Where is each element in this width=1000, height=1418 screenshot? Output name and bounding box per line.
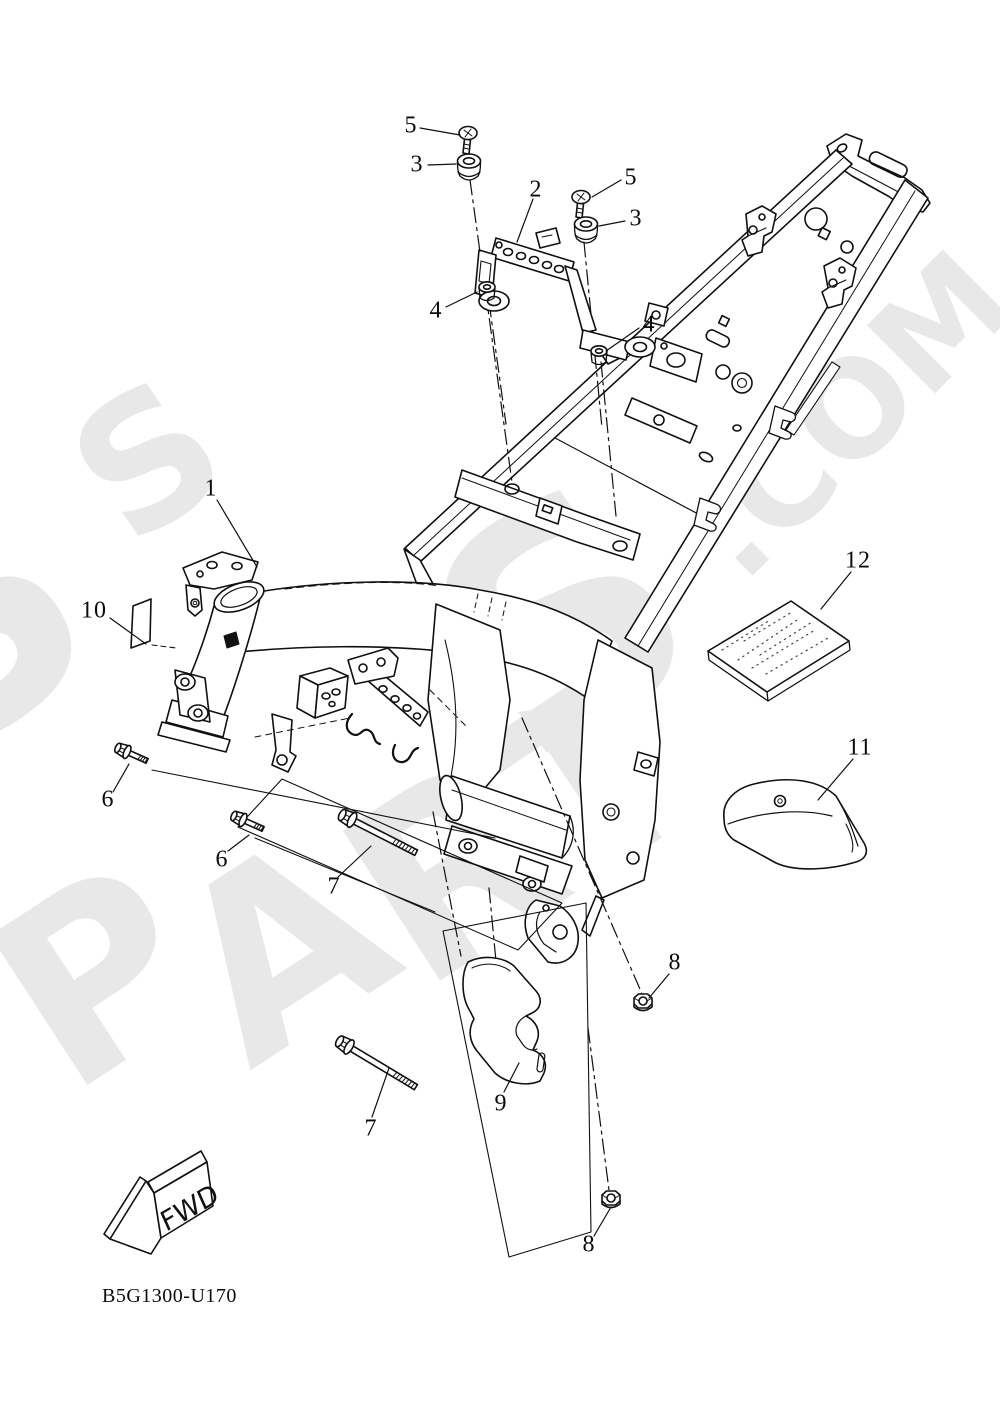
construction-lines bbox=[151, 769, 592, 1258]
callout-7a: 7 bbox=[327, 873, 341, 900]
callout-4b: 4 bbox=[642, 311, 656, 338]
tool-bag-part11 bbox=[723, 778, 868, 870]
callout-8a: 8 bbox=[668, 949, 682, 976]
collar-part4-a bbox=[478, 280, 496, 302]
stay-bracket-part2 bbox=[474, 227, 669, 361]
callout-6b: 6 bbox=[215, 846, 229, 873]
heat-guard-part9 bbox=[462, 956, 547, 1085]
leader-lines bbox=[109, 127, 854, 1237]
screw-part5-b bbox=[571, 189, 591, 219]
callout-12: 12 bbox=[845, 547, 871, 574]
callout-2: 2 bbox=[529, 176, 543, 203]
flange-nut-part8-b bbox=[601, 1190, 621, 1209]
screw-part5-a bbox=[458, 125, 478, 155]
fwd-arrow: FWD bbox=[103, 1150, 223, 1255]
callout-6a: 6 bbox=[101, 786, 115, 813]
long-bolt-part7-a bbox=[337, 808, 419, 857]
grommet-part3-b bbox=[573, 216, 599, 244]
callout-11: 11 bbox=[847, 734, 873, 761]
flange-bolt-part6-a bbox=[114, 742, 149, 765]
damper-plate-part12 bbox=[707, 600, 851, 702]
callout-3a: 3 bbox=[410, 151, 424, 178]
callout-3b: 3 bbox=[629, 205, 643, 232]
callout-10: 10 bbox=[81, 597, 107, 624]
callout-1: 1 bbox=[204, 475, 218, 502]
callout-5b: 5 bbox=[624, 164, 638, 191]
flange-nut-part8-a bbox=[633, 993, 653, 1012]
damper-sticker-part10 bbox=[130, 598, 177, 649]
collar-part4-b bbox=[590, 344, 608, 366]
callout-7b: 7 bbox=[364, 1115, 378, 1142]
callout-5a: 5 bbox=[404, 112, 418, 139]
callout-4a: 4 bbox=[429, 297, 443, 324]
frame-rear-subframe bbox=[403, 133, 931, 653]
frame-front-section bbox=[157, 551, 661, 964]
callout-9: 9 bbox=[494, 1090, 508, 1117]
grommet-part3-a bbox=[456, 153, 482, 181]
diagram-reference-code: B5G1300-U170 bbox=[102, 1285, 237, 1307]
flange-bolt-part6-b bbox=[230, 810, 265, 833]
callout-8b: 8 bbox=[582, 1231, 596, 1258]
long-bolt-part7-b bbox=[334, 1035, 419, 1091]
